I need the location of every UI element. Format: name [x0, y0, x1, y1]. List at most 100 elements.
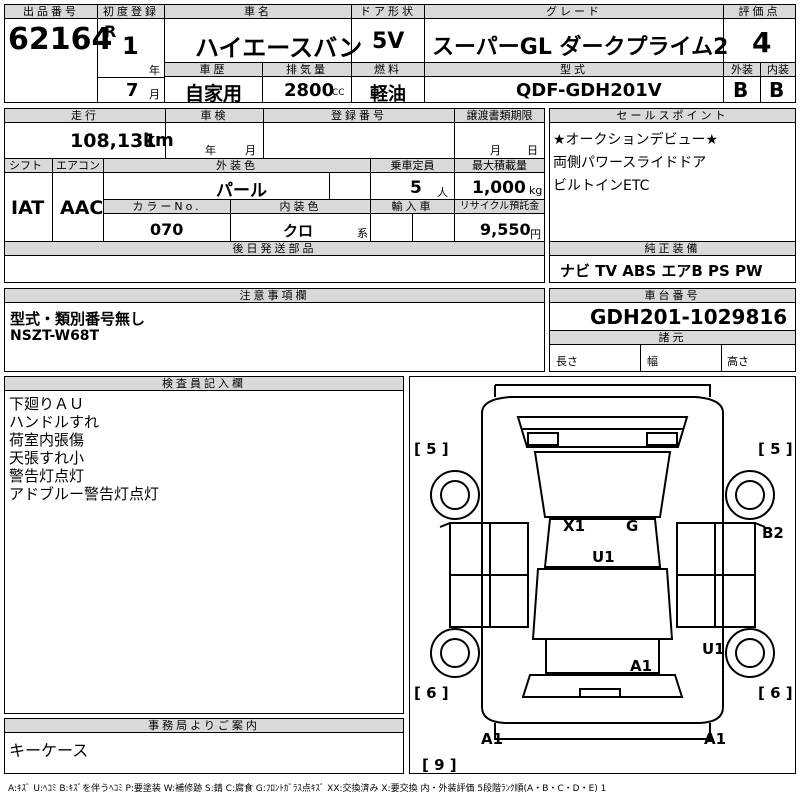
mark-a1-left: A1: [481, 730, 504, 748]
kg-unit: kg: [529, 184, 543, 197]
month-value: 7: [126, 80, 139, 101]
score-value: 4: [752, 26, 772, 59]
inspector-line-4: 天張すれ小: [9, 449, 85, 467]
car-diagram-block: [409, 376, 796, 774]
inspector-header: 検査員記入欄: [5, 377, 403, 391]
inspector-line-6: アドブルー警告灯点灯: [9, 485, 160, 503]
later-parts-header: 後日発送部品: [5, 242, 544, 256]
model-header: 型式: [425, 63, 723, 77]
inspector-line-2: ハンドルすれ: [9, 413, 100, 431]
km-unit: km: [143, 130, 174, 151]
displacement-header: 排気量: [263, 63, 351, 77]
registration-header: 登録番号: [264, 109, 454, 123]
sales-point-1: ★オークションデビュー★: [553, 132, 719, 148]
door-header: ドア形状: [352, 5, 424, 19]
spec-width: 幅: [647, 355, 658, 368]
car-diagram: [430, 384, 775, 740]
equipment-value: ナビ TV ABS エアB PS PW: [560, 262, 763, 280]
int-color-header: 内装色: [231, 200, 370, 214]
score-header: 評価点: [724, 5, 795, 19]
color-no-header: カラーNo.: [104, 200, 230, 214]
ext-grade-value: B: [733, 78, 749, 102]
aircon-header: エアコン: [53, 159, 103, 173]
mark-a1-rear: A1: [630, 657, 653, 675]
mileage-header: 走行: [5, 109, 165, 123]
mark-x1: X1: [563, 517, 586, 535]
ext-grade-header: 外装: [724, 63, 760, 77]
car-name-header: 車名: [165, 5, 351, 19]
inspection-year-unit: 年: [205, 144, 216, 157]
inspection-month-unit: 月: [245, 144, 256, 157]
int-color-value: クロ: [283, 222, 314, 240]
sales-point-2: 両側パワースライドドア: [553, 155, 707, 171]
recycle-header: リサイクル預託金: [455, 200, 544, 214]
spec-height: 高さ: [727, 355, 749, 368]
lot-no-header: 出品番号: [5, 5, 97, 19]
spec-length: 長さ: [556, 355, 578, 368]
transfer-docs-header: 譲渡書類期限: [455, 109, 544, 123]
lot-no-value: 62164: [8, 22, 113, 57]
int-grade-header: 内装: [761, 63, 795, 77]
inspector-line-1: 下廻りＡＵ: [9, 395, 85, 413]
year-unit: 年: [149, 64, 160, 77]
door-value: 5V: [372, 29, 405, 54]
office-header: 事務局よりご案内: [5, 719, 403, 733]
month-unit: 月: [149, 88, 160, 101]
import-header: 輸入車: [371, 200, 454, 214]
yen-unit: 円: [530, 228, 541, 241]
office-block: [4, 718, 404, 774]
details-block: [4, 108, 545, 283]
tire-rear-right-mark: [ 6 ]: [758, 684, 793, 702]
max-load-value: 1,000: [472, 178, 526, 198]
legend-text: A:ｷｽﾞ U:ﾍｺﾐ B:ｷｽﾞを伴うﾍｺﾐ P:要塗装 W:補修跡 S:錆 …: [8, 784, 607, 794]
car-name-value: ハイエースバン: [195, 34, 363, 62]
color-no-value: 070: [150, 220, 184, 239]
spec-header: 諸元: [550, 331, 795, 345]
first-reg-header: 初度登録: [98, 5, 164, 19]
shift-header: シフト: [5, 159, 52, 173]
mark-g: G: [626, 517, 639, 535]
person-unit: 人: [437, 186, 448, 199]
notes-line-2: NSZT-W68T: [10, 328, 100, 344]
grade-value: スーパーGL ダークプライム2: [432, 35, 729, 60]
grade-header: グレード: [425, 5, 723, 19]
inspection-header: 車検: [166, 109, 263, 123]
sales-points-block: [549, 108, 796, 283]
lot-header-block: [4, 4, 796, 103]
notes-header: 注意事項欄: [5, 289, 544, 303]
notes-block: [4, 288, 545, 372]
history-value: 自家用: [185, 83, 243, 105]
inspector-block: [4, 376, 404, 714]
notes-line-1: 型式・類別番号無し: [10, 310, 146, 328]
mark-a1-right: A1: [704, 730, 727, 748]
tire-front-right-mark: [ 5 ]: [758, 440, 793, 458]
capacity-header: 乗車定員: [371, 159, 454, 173]
mileage-value: 108,131: [70, 130, 157, 152]
aircon-value: AAC: [60, 197, 104, 219]
sales-points-header: セールスポイント: [550, 109, 795, 123]
max-load-header: 最大積載量: [455, 159, 544, 173]
inspector-line-3: 荷室内張傷: [9, 431, 85, 449]
int-grade-value: B: [769, 78, 785, 102]
inspector-line-5: 警告灯点灯: [9, 467, 85, 485]
recycle-value: 9,550: [480, 220, 531, 239]
capacity-value: 5: [410, 178, 422, 198]
chassis-header: 車台番号: [550, 289, 795, 303]
spare-tire-mark: [ 9 ]: [422, 756, 457, 774]
mark-b2: B2: [762, 524, 784, 542]
tire-rear-left-mark: [ 6 ]: [414, 684, 449, 702]
mark-u1-roof: U1: [592, 548, 615, 566]
transfer-month-unit: 月: [490, 144, 501, 157]
shift-value: IAT: [11, 197, 45, 219]
office-text: キーケース: [9, 741, 89, 760]
standard-equip-header: 純正装備: [550, 242, 795, 256]
transfer-day-unit: 日: [527, 144, 538, 157]
displacement-value: 2800: [284, 80, 335, 101]
ext-color-header: 外装色: [104, 159, 370, 173]
ext-color-value: パール: [216, 181, 267, 201]
series-unit: 系: [357, 227, 368, 240]
chassis-value: GDH201-1029816: [590, 305, 788, 329]
era-value: R: [104, 22, 117, 41]
sales-point-3: ビルトインETC: [553, 178, 650, 194]
tire-front-left-mark: [ 5 ]: [414, 440, 449, 458]
